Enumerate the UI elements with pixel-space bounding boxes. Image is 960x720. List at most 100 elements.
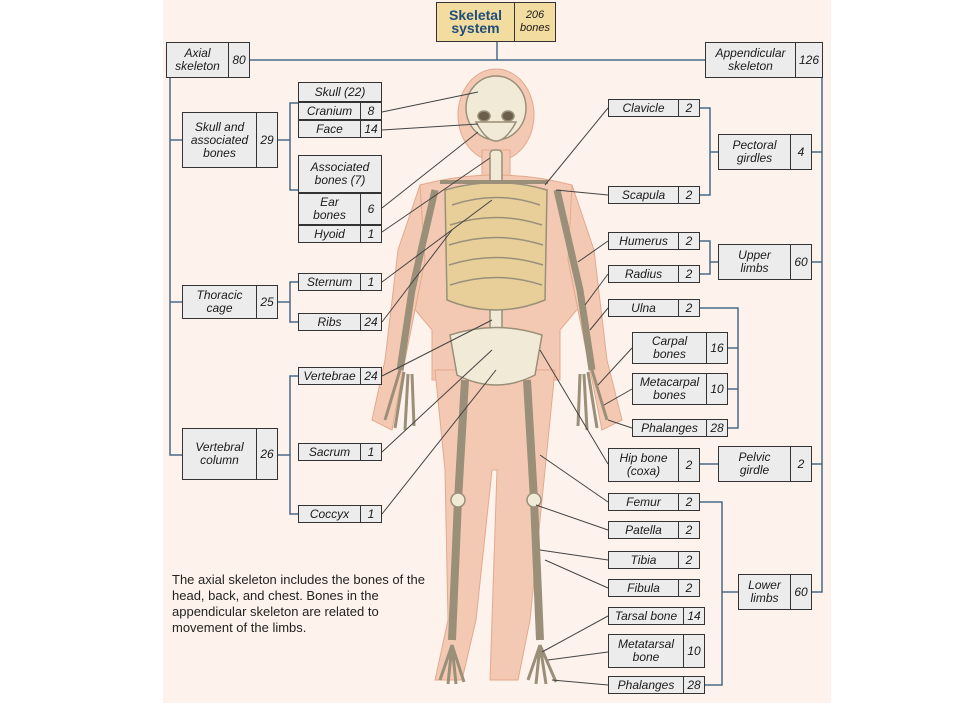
coccyx-count: 1	[360, 506, 381, 522]
axial-skeleton-count: 80	[228, 43, 249, 77]
upper-limbs-label: Upper limbs	[738, 248, 771, 275]
hip-bone-box: Hip bone (coxa) 2	[608, 448, 700, 482]
skeletal-system-count: 206 bones	[514, 3, 555, 41]
pelvic-girdle-box: Pelvic girdle 2	[718, 446, 812, 482]
coccyx-box: Coccyx 1	[298, 505, 382, 523]
associated-bones-box: Associated bones (7)	[298, 155, 382, 193]
caption: The axial skeleton includes the bones of…	[172, 572, 425, 635]
axial-skeleton-label: Axial skeleton	[175, 46, 220, 73]
clavicle-label: Clavicle	[622, 100, 665, 115]
phalanges-foot-box: Phalanges 28	[608, 676, 705, 694]
fibula-count: 2	[678, 580, 699, 596]
ribs-count: 24	[360, 314, 381, 330]
cranium-count: 8	[360, 103, 381, 119]
carpal-bones-count: 16	[706, 333, 727, 363]
pectoral-girdles-count: 4	[790, 135, 811, 169]
phalanges-hand-label: Phalanges	[641, 420, 698, 435]
metacarpal-bones-label: Metacarpal bones	[639, 375, 700, 402]
skull-label: Skull (22)	[314, 84, 366, 99]
appendicular-skeleton-label: Appendicular skeleton	[715, 46, 786, 73]
femur-box: Femur 2	[608, 493, 700, 511]
phalanges-hand-count: 28	[706, 420, 727, 436]
appendicular-skeleton-count: 126	[795, 43, 822, 77]
ribs-box: Ribs 24	[298, 313, 382, 331]
patella-label: Patella	[625, 522, 662, 537]
clavicle-box: Clavicle 2	[608, 99, 700, 117]
fibula-box: Fibula 2	[608, 579, 700, 597]
radius-box: Radius 2	[608, 265, 700, 283]
patella-box: Patella 2	[608, 521, 700, 539]
ear-bones-count: 6	[360, 194, 381, 224]
phalanges-foot-label: Phalanges	[617, 677, 675, 692]
metatarsal-bone-box: Metatarsal bone 10	[608, 634, 705, 668]
femur-label: Femur	[626, 494, 661, 509]
vertebrae-box: Vertebrae 24	[298, 367, 382, 385]
metacarpal-bones-box: Metacarpal bones 10	[632, 373, 728, 405]
vertebrae-count: 24	[360, 368, 381, 384]
hip-bone-label: Hip bone (coxa)	[619, 451, 668, 478]
face-count: 14	[360, 121, 381, 137]
skull-and-associated-count: 29	[256, 113, 277, 167]
clavicle-count: 2	[678, 100, 699, 116]
thoracic-cage-label: Thoracic cage	[196, 288, 243, 315]
axial-skeleton-box: Axial skeleton 80	[166, 42, 250, 78]
fibula-label: Fibula	[627, 580, 660, 595]
hyoid-count: 1	[360, 226, 381, 242]
pointer-lines	[381, 91, 633, 686]
pelvic-girdle-count: 2	[790, 447, 811, 481]
skeleton-figure	[383, 75, 609, 685]
ear-bones-box: Ear bones 6	[298, 193, 382, 225]
face-label: Face	[316, 121, 343, 136]
pectoral-girdles-label: Pectoral girdles	[732, 138, 777, 165]
carpal-bones-box: Carpal bones 16	[632, 332, 728, 364]
lower-limbs-count: 60	[790, 575, 811, 609]
pectoral-girdles-box: Pectoral girdles 4	[718, 134, 812, 170]
upper-limbs-count: 60	[790, 245, 811, 279]
appendicular-skeleton-box: Appendicular skeleton 126	[705, 42, 823, 78]
vertebral-column-box: Vertebral column 26	[182, 428, 278, 480]
associated-bones-label: Associated bones (7)	[310, 160, 370, 187]
radius-label: Radius	[624, 266, 663, 281]
patella-count: 2	[678, 522, 699, 538]
humerus-box: Humerus 2	[608, 232, 700, 250]
ribs-label: Ribs	[317, 314, 342, 329]
thoracic-cage-count: 25	[256, 286, 277, 318]
tarsal-bone-count: 14	[683, 608, 704, 624]
skull-and-associated-label: Skull and associated bones	[190, 119, 249, 160]
pelvic-girdle-label: Pelvic girdle	[738, 450, 771, 477]
connector-lines	[169, 42, 823, 686]
vertebral-column-label: Vertebral column	[195, 440, 244, 467]
scapula-box: Scapula 2	[608, 186, 700, 204]
sternum-label: Sternum	[306, 274, 353, 289]
thoracic-cage-box: Thoracic cage 25	[182, 285, 278, 319]
tarsal-bone-label: Tarsal bone	[614, 608, 678, 623]
skull-box: Skull (22)	[298, 82, 382, 102]
hyoid-box: Hyoid 1	[298, 225, 382, 243]
metatarsal-bone-count: 10	[683, 635, 704, 667]
scapula-label: Scapula	[621, 187, 666, 202]
phalanges-foot-count: 28	[683, 677, 704, 693]
skeletal-system-label: Skeletal system	[449, 7, 502, 36]
carpal-bones-label: Carpal bones	[651, 334, 688, 361]
hyoid-label: Hyoid	[314, 226, 345, 241]
skeletal-system-box: Skeletal system 206 bones	[436, 2, 556, 42]
sacrum-count: 1	[360, 444, 381, 460]
radius-count: 2	[678, 266, 699, 282]
phalanges-hand-box: Phalanges 28	[632, 419, 728, 437]
tarsal-bone-box: Tarsal bone 14	[608, 607, 705, 625]
skeletal-system-count-value: 206	[525, 9, 545, 21]
hip-bone-count: 2	[678, 449, 699, 481]
ulna-box: Ulna 2	[608, 299, 700, 317]
femur-count: 2	[678, 494, 699, 510]
coccyx-label: Coccyx	[309, 506, 350, 521]
cranium-box: Cranium 8	[298, 102, 382, 120]
humerus-label: Humerus	[619, 233, 668, 248]
scapula-count: 2	[678, 187, 699, 203]
lower-limbs-label: Lower limbs	[748, 578, 781, 605]
tibia-label: Tibia	[630, 552, 657, 567]
lower-limbs-box: Lower limbs 60	[738, 574, 812, 610]
vertebral-column-count: 26	[256, 429, 277, 479]
vertebrae-label: Vertebrae	[303, 368, 356, 383]
